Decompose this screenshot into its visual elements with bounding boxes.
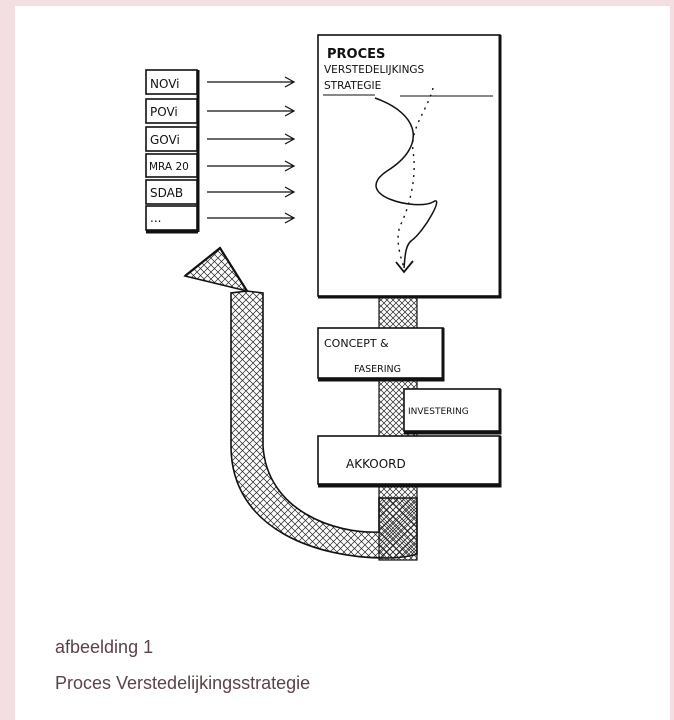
process-diagram: NOVi POVi GOVi MRA 20 SDAB ... PROCES VE… <box>145 34 502 561</box>
stage-investering: INVESTERING <box>403 388 502 435</box>
stage-akkoord-label: AKKOORD <box>346 457 406 471</box>
input-more: ... <box>150 211 161 225</box>
figure-label: afbeelding 1 <box>55 637 154 657</box>
figure-title: Proces Verstedelijkingsstrategie <box>55 673 311 693</box>
input-mra20: MRA 20 <box>149 161 189 173</box>
figure-card: NOVi POVi GOVi MRA 20 SDAB ... PROCES VE… <box>15 6 670 720</box>
process-box: PROCES VERSTEDELIJKINGS STRATEGIE <box>317 34 502 299</box>
input-novi: NOVi <box>150 77 180 91</box>
stage-akkoord: AKKOORD <box>317 435 502 488</box>
input-arrows <box>207 76 296 224</box>
stage-investering-label: INVESTERING <box>408 407 469 417</box>
input-sdab: SDAB <box>150 186 183 200</box>
input-govi: GOVi <box>150 133 180 147</box>
process-title: PROCES <box>327 47 385 62</box>
input-list: NOVi POVi GOVi MRA 20 SDAB ... <box>145 69 200 234</box>
stage-concept-line2: FASERING <box>354 364 401 375</box>
stage-concept: CONCEPT & FASERING <box>317 327 445 382</box>
process-line2: VERSTEDELIJKINGS <box>324 64 425 76</box>
stage-concept-line1: CONCEPT & <box>324 337 389 350</box>
input-povi: POVi <box>150 105 178 119</box>
process-line3: STRATEGIE <box>324 80 381 92</box>
